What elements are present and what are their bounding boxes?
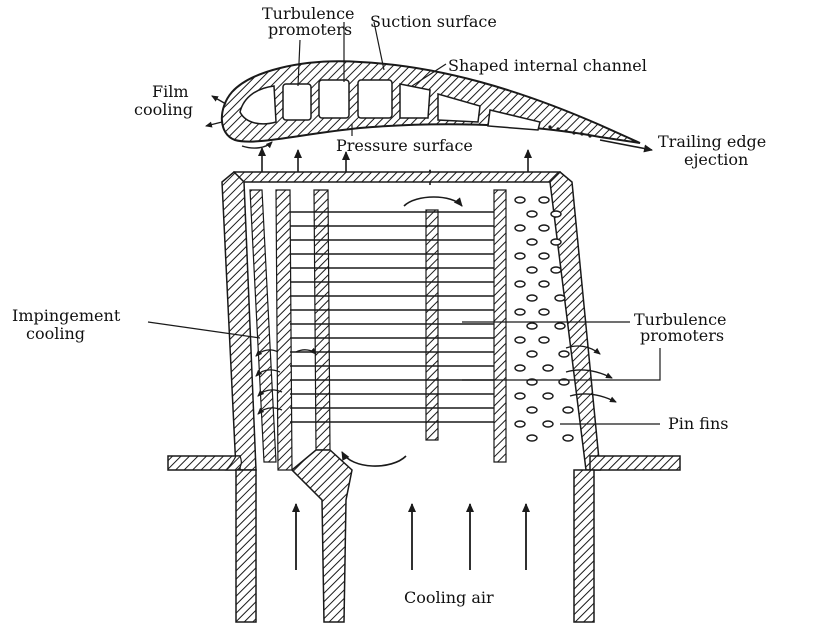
label-pressure-surface: Pressure surface xyxy=(336,136,473,155)
trailing-edge-pins xyxy=(548,125,592,138)
label-pin-fins: Pin fins xyxy=(668,414,729,433)
pin-fin-flow-arrows xyxy=(565,345,617,403)
channel-3 xyxy=(357,79,393,119)
rib-lines xyxy=(290,211,494,423)
film-cooling-arrow-2 xyxy=(205,121,223,128)
inner-wall-3 xyxy=(425,209,439,441)
inner-wall-2 xyxy=(313,189,331,451)
label-impingement-cooling-line2: cooling xyxy=(26,324,86,343)
trailing-edge-ejection-arrow xyxy=(599,139,653,153)
blade-root xyxy=(167,449,681,623)
label-turbulence-promoters-right-line2: promoters xyxy=(640,326,725,345)
leader-suction xyxy=(373,21,385,71)
label-turbulence-promoters-top-line1: Turbulence xyxy=(262,4,355,23)
pin-fin-grid xyxy=(514,196,574,442)
root-turn-arrow xyxy=(341,451,407,467)
cooling-air-arrows xyxy=(292,503,530,570)
left-root-fillet xyxy=(224,455,242,471)
film-cooling-arrow-1 xyxy=(211,95,227,105)
channel-1 xyxy=(282,83,312,121)
label-turbulence-promoters-right-line1: Turbulence xyxy=(634,310,727,329)
leader-shaped-channel xyxy=(411,63,447,87)
impingement-jets xyxy=(255,347,317,415)
right-root-wall xyxy=(573,469,595,623)
left-root-wall xyxy=(235,469,257,623)
channel-6 xyxy=(487,109,541,131)
channel-2 xyxy=(318,79,350,119)
centre-root-web xyxy=(290,449,353,623)
label-shaped-internal-channel: Shaped internal channel xyxy=(448,56,647,75)
airfoil-cross-section xyxy=(205,21,653,153)
film-cooling-arrow-3 xyxy=(241,141,273,149)
right-platform xyxy=(589,455,681,471)
blade-section xyxy=(147,170,661,471)
leader-turbulence-right-2 xyxy=(462,348,661,381)
label-trailing-edge-line1: Trailing edge xyxy=(658,132,767,151)
leader-impingement xyxy=(147,321,261,339)
inner-wall-1 xyxy=(275,189,293,471)
channel-5 xyxy=(437,93,481,123)
label-film-cooling-line2: cooling xyxy=(134,100,194,119)
leading-edge-cavity xyxy=(239,85,277,125)
label-impingement-cooling-line1: Impingement xyxy=(12,306,121,325)
label-trailing-edge-line2: ejection xyxy=(684,150,749,169)
label-suction-surface: Suction surface xyxy=(370,12,497,31)
label-film-cooling-line1: Film xyxy=(152,82,189,101)
tip-turn-arrow xyxy=(403,196,463,207)
label-turbulence-promoters-top-line2: promoters xyxy=(268,20,353,39)
channel-4 xyxy=(399,83,431,119)
label-cooling-air: Cooling air xyxy=(404,588,494,607)
inner-wall-4 xyxy=(493,189,507,463)
leader-turbulence-top xyxy=(297,39,301,87)
